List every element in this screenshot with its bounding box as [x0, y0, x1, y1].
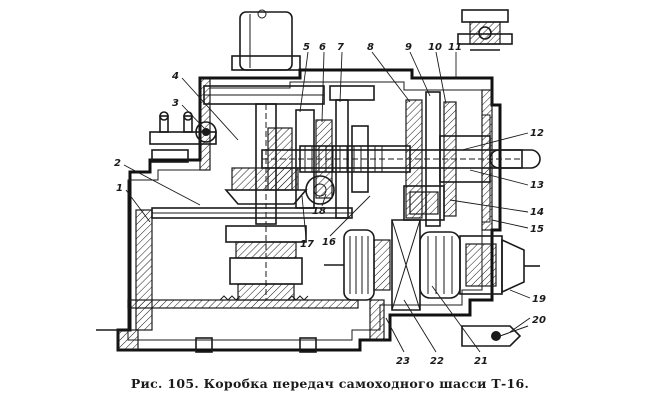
callout-14: 14 — [530, 207, 544, 218]
callout-8: 8 — [367, 42, 374, 53]
figure-caption: Рис. 105. Коробка передач самоходного ша… — [130, 376, 530, 391]
callout-3: 3 — [172, 98, 179, 109]
callout-6: 6 — [319, 42, 326, 53]
callout-17: 17 — [300, 239, 314, 250]
callout-15: 15 — [530, 224, 544, 235]
central-bevel — [391, 185, 445, 311]
leader-lines — [123, 51, 531, 353]
callout-19: 19 — [532, 294, 546, 305]
callout-9: 9 — [405, 42, 412, 53]
top-right-flange — [457, 9, 513, 51]
callout-5: 5 — [303, 42, 310, 53]
callout-10: 10 — [428, 42, 442, 53]
gearbox-housing — [116, 68, 502, 352]
callout-labels: 1 2 3 4 5 6 7 8 9 10 11 12 13 14 15 16 1… — [114, 42, 546, 367]
bottom-right-mount — [96, 325, 529, 347]
bottom-springs — [195, 295, 317, 353]
callout-12: 12 — [530, 128, 544, 139]
callout-11: 11 — [448, 42, 462, 53]
motor-housing — [231, 9, 301, 71]
right-differential — [419, 231, 540, 299]
callout-21: 21 — [474, 356, 488, 367]
left-bracket — [149, 111, 217, 163]
callout-13: 13 — [530, 180, 544, 191]
callout-16: 16 — [322, 237, 336, 248]
callout-1: 1 — [116, 183, 123, 194]
left-differential — [324, 229, 391, 301]
drive-plate — [151, 207, 353, 219]
lower-spool — [225, 225, 307, 301]
vertical-shaft — [224, 103, 308, 225]
callout-23: 23 — [396, 356, 410, 367]
callout-18: 18 — [312, 206, 326, 217]
callout-20: 20 — [532, 315, 546, 326]
callout-4: 4 — [171, 71, 179, 82]
callout-22: 22 — [430, 356, 444, 367]
callout-2: 2 — [114, 158, 121, 169]
callout-7: 7 — [337, 42, 344, 53]
main-shaft — [261, 135, 541, 183]
